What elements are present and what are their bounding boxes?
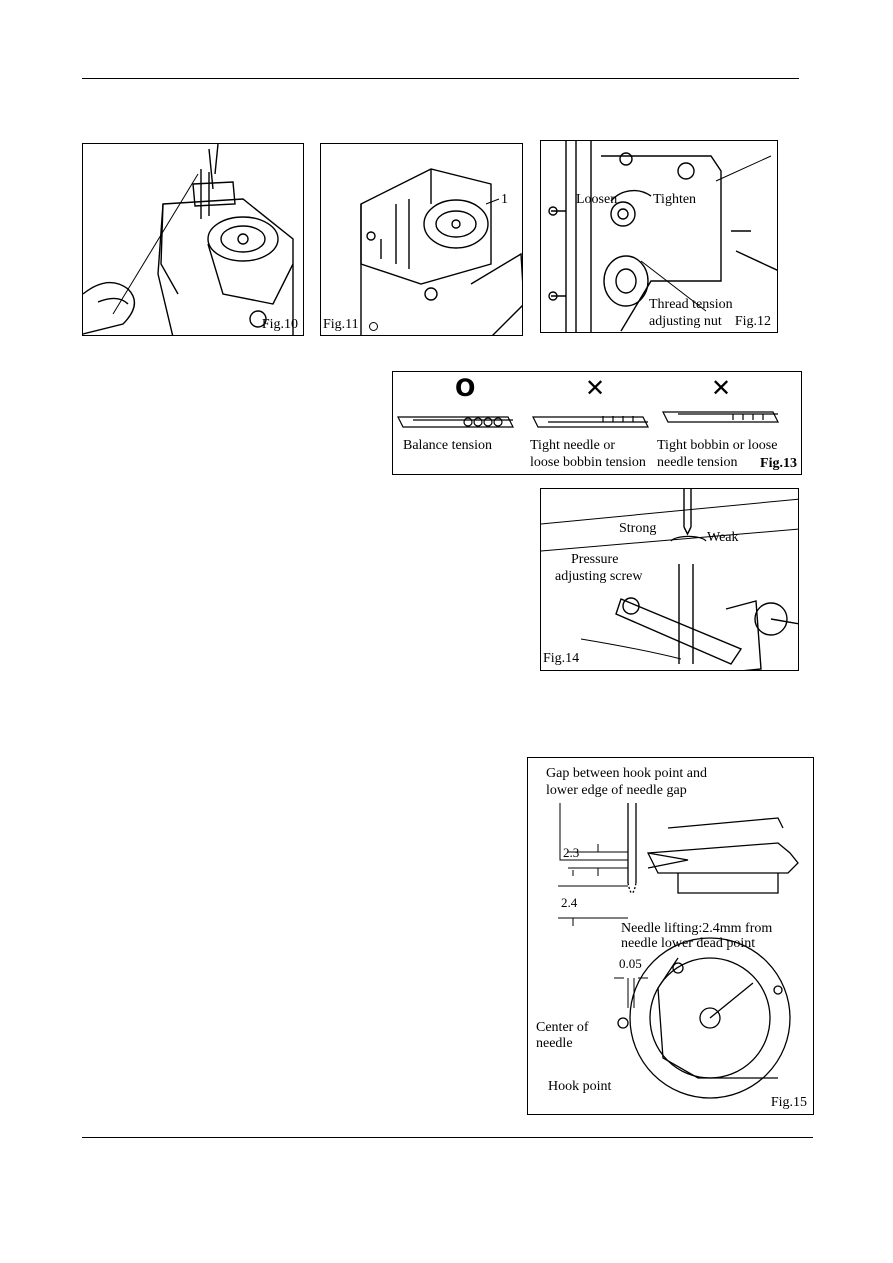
fig11-callout: 1 xyxy=(501,192,508,207)
fig14-strong-label: Strong xyxy=(619,521,657,536)
fig12-tighten-label: Tighten xyxy=(653,192,697,207)
fig13-caption: Fig.13 xyxy=(760,456,797,471)
fig10-illustration xyxy=(83,144,294,335)
fig12-nut-label-1: Thread tension xyxy=(649,297,733,312)
fig12-illustration xyxy=(548,141,777,332)
screw-icon xyxy=(369,322,378,331)
fig14-screw-label-1: Pressure xyxy=(571,552,619,567)
header-rule xyxy=(82,78,799,79)
fig12-nut-label-2: adjusting nut xyxy=(649,314,722,329)
figure-15: Gap between hook point and lower edge of… xyxy=(527,757,814,1115)
fig14-screw-label-2: adjusting screw xyxy=(555,569,643,584)
fig11-caption: Fig.11 xyxy=(323,317,359,332)
fig12-loosen-label: Loosen xyxy=(576,192,618,207)
fig15-gap-label-1: Gap between hook point and xyxy=(546,766,707,781)
fig14-weak-label: Weak xyxy=(707,530,739,545)
fig15-dim-gap: 2.3 xyxy=(563,845,580,860)
fig15-caption: Fig.15 xyxy=(770,1095,807,1110)
fig10-caption: Fig.10 xyxy=(261,317,298,332)
figure-10: Fig.10 xyxy=(82,143,304,336)
fig13-label-tight-needle-2: loose bobbin tension xyxy=(530,455,646,470)
fig11-illustration xyxy=(360,168,522,335)
figure-13: O ✕ ✕ Balance tension Tight needle or lo… xyxy=(392,371,802,475)
fig15-gap-label-2: lower edge of needle gap xyxy=(546,783,687,798)
fig15-lift-label-1: Needle lifting:2.4mm from xyxy=(621,921,773,936)
fig13-label-tight-bobbin-1: Tight bobbin or loose xyxy=(657,438,778,453)
fig13-label-balance: Balance tension xyxy=(403,438,493,453)
fig15-center-label-1: Center of xyxy=(536,1020,589,1035)
fig13-label-tight-bobbin-2: needle tension xyxy=(657,455,738,470)
fig14-caption: Fig.14 xyxy=(543,651,580,666)
fig15-lift-label-2: needle lower dead point xyxy=(621,936,756,951)
fig14-illustration xyxy=(541,489,798,670)
fig12-caption: Fig.12 xyxy=(734,314,771,329)
fig15-hook-point-label: Hook point xyxy=(548,1079,612,1094)
fig13-mark-balanced: O xyxy=(455,374,476,402)
fig15-dim-clearance: 0.05 xyxy=(619,956,642,971)
fig13-mark-tight-bobbin: ✕ xyxy=(711,374,732,402)
fig15-illustration xyxy=(558,803,799,1099)
footer-rule xyxy=(82,1137,813,1138)
figure-11: 1 Fig.11 xyxy=(320,143,523,336)
figure-12: Loosen Tighten Thread tension adjusting … xyxy=(540,140,778,333)
fig13-stitch-diagrams xyxy=(397,411,779,428)
fig15-center-label-2: needle xyxy=(536,1036,573,1051)
figure-14: Strong Weak Pressure adjusting screw Fig… xyxy=(540,488,799,671)
fig13-mark-tight-needle: ✕ xyxy=(585,374,606,402)
fig13-label-tight-needle-1: Tight needle or xyxy=(530,438,616,453)
fig15-dim-lift: 2.4 xyxy=(561,895,578,910)
